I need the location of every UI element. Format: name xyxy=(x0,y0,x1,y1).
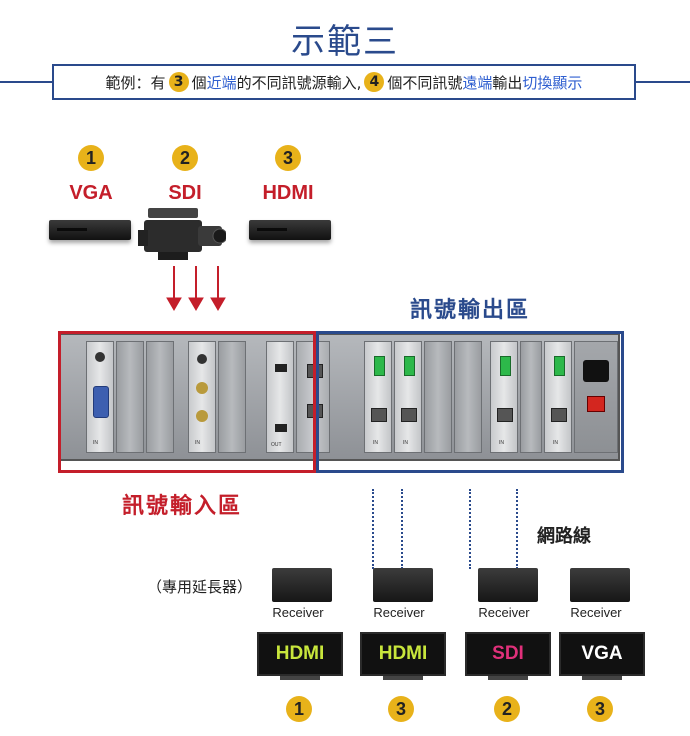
receiver-device-3 xyxy=(478,568,538,602)
source-number-2: 2 xyxy=(172,145,198,171)
matrix-chassis: IN IN OUT IN IN IN IN xyxy=(58,333,620,461)
subtitle-rule-left xyxy=(0,81,52,83)
card-in-label: IN xyxy=(499,440,504,446)
source-number-3: 3 xyxy=(275,145,301,171)
power-socket-icon xyxy=(583,360,609,382)
card-in-label: IN xyxy=(373,440,378,446)
terminal-block xyxy=(554,356,565,376)
receiver-label-1: Receiver xyxy=(272,605,324,620)
receiver-label-4: Receiver xyxy=(570,605,622,620)
source-label-vga: VGA xyxy=(69,182,113,204)
rj45-port xyxy=(371,408,387,422)
empty-slot xyxy=(520,341,542,453)
display-1: HDMI xyxy=(257,632,343,676)
output-card: IN xyxy=(394,341,422,453)
far-count-badge: 4 xyxy=(364,72,385,92)
display-4: VGA xyxy=(559,632,645,676)
output-region-frame xyxy=(316,331,624,473)
network-line xyxy=(401,489,403,569)
bnc-port xyxy=(197,354,207,364)
output-card: IN xyxy=(364,341,392,453)
subtitle-rule-right xyxy=(636,81,690,83)
player-icon xyxy=(249,220,331,240)
display-3: SDI xyxy=(465,632,551,676)
vga-input-card: IN xyxy=(86,341,114,453)
subtitle-far-word: 遠端 xyxy=(462,73,493,92)
output-number-4: 3 xyxy=(587,696,613,722)
page-title: 示範三 xyxy=(291,22,399,62)
vga-port xyxy=(93,386,109,418)
empty-slot xyxy=(218,341,246,453)
terminal-block xyxy=(500,356,511,376)
empty-slot xyxy=(424,341,452,453)
hdmi-port xyxy=(275,364,287,372)
display-2: HDMI xyxy=(360,632,446,676)
receiver-device-1 xyxy=(272,568,332,602)
power-switch[interactable] xyxy=(587,396,605,412)
empty-slot xyxy=(146,341,174,453)
network-cable-label: 網路線 xyxy=(537,526,591,547)
card-in-label: IN xyxy=(553,440,558,446)
source-label-sdi: SDI xyxy=(168,182,202,204)
player-icon xyxy=(49,220,131,240)
bnc-port xyxy=(196,382,208,394)
near-count-badge: 3 xyxy=(168,72,189,92)
network-line xyxy=(372,489,374,569)
output-number-2: 3 xyxy=(388,696,414,722)
empty-slot xyxy=(454,341,482,453)
tv-stand xyxy=(383,676,423,680)
input-region-frame xyxy=(58,331,316,473)
card-in-label: IN xyxy=(195,440,200,446)
terminal-block xyxy=(374,356,385,376)
subtitle-box: 範例：有 3 個 近端 的不同訊號源輸入, 4 個不同訊號 遠端 輸出 切換顯示 xyxy=(52,64,636,100)
output-card: IN xyxy=(544,341,572,453)
empty-slot xyxy=(116,341,144,453)
input-region-label: 訊號輸入區 xyxy=(122,494,243,519)
audio-port xyxy=(95,352,105,362)
card-in-label: IN xyxy=(403,440,408,446)
hdmi-input-card: OUT xyxy=(266,341,294,453)
network-line xyxy=(516,489,518,569)
hdmi-port xyxy=(275,424,287,432)
receiver-device-4 xyxy=(570,568,630,602)
input-arrows xyxy=(166,266,226,311)
source-number-1: 1 xyxy=(78,145,104,171)
tv-stand xyxy=(488,676,528,680)
subtitle-near-word: 近端 xyxy=(206,73,237,92)
tv-stand xyxy=(280,676,320,680)
output-number-1: 1 xyxy=(286,696,312,722)
power-module xyxy=(574,341,618,453)
card-out-label: OUT xyxy=(271,442,282,448)
receiver-label-3: Receiver xyxy=(478,605,530,620)
subtitle-prefix: 範例：有 xyxy=(105,73,166,92)
receiver-device-2 xyxy=(373,568,433,602)
subtitle-far-text: 個不同訊號 xyxy=(387,73,463,92)
output-card: IN xyxy=(490,341,518,453)
rj45-port xyxy=(497,408,513,422)
rj45-port xyxy=(551,408,567,422)
source-label-hdmi: HDMI xyxy=(262,182,314,204)
card-in-label: IN xyxy=(93,440,98,446)
extender-label: （專用延長器） xyxy=(147,578,253,596)
output-number-3: 2 xyxy=(494,696,520,722)
sdi-input-card: IN xyxy=(188,341,216,453)
subtitle-switch-word: 切換顯示 xyxy=(522,73,583,92)
subtitle-near-text: 個 xyxy=(191,73,207,92)
output-region-label: 訊號輸出區 xyxy=(410,298,531,323)
tv-stand xyxy=(582,676,622,680)
bnc-port xyxy=(196,410,208,422)
rj45-port xyxy=(401,408,417,422)
camera-icon xyxy=(138,208,226,260)
network-line xyxy=(469,489,471,569)
receiver-label-2: Receiver xyxy=(373,605,425,620)
terminal-block xyxy=(404,356,415,376)
subtitle-mid-text: 的不同訊號源輸入, xyxy=(236,73,362,92)
subtitle-out-text: 輸出 xyxy=(492,73,523,92)
